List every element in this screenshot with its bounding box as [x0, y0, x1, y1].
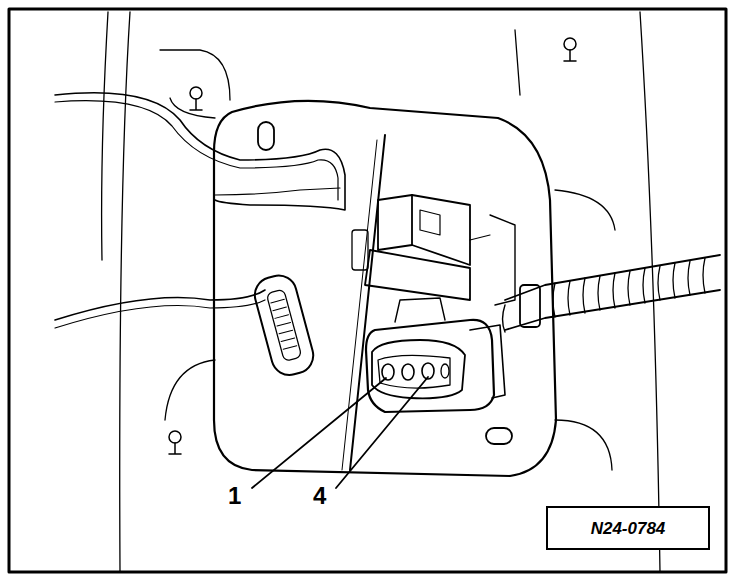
four-pin-connector: [366, 298, 505, 412]
wire: [55, 300, 265, 328]
relay-block: [352, 195, 515, 305]
wire: [215, 188, 340, 195]
wire: [55, 101, 338, 200]
wire: [55, 93, 345, 210]
wire: [55, 290, 265, 320]
figure-number: N24-0784: [591, 520, 666, 537]
leader-line: [252, 378, 386, 488]
bracket-edge: [342, 140, 377, 470]
oval-connector: [251, 272, 317, 379]
slot: [258, 122, 274, 150]
figure-number-box: N24-0784: [546, 506, 710, 550]
leader-line: [336, 377, 428, 488]
bracket-edge: [350, 135, 385, 470]
mounting-plate: [214, 101, 556, 476]
wiring-harness: [503, 255, 721, 332]
callout-number: 1: [228, 484, 241, 508]
frame: [9, 9, 726, 572]
slot: [486, 428, 512, 444]
body-panel: [102, 12, 660, 572]
callout-number: 4: [313, 484, 326, 508]
